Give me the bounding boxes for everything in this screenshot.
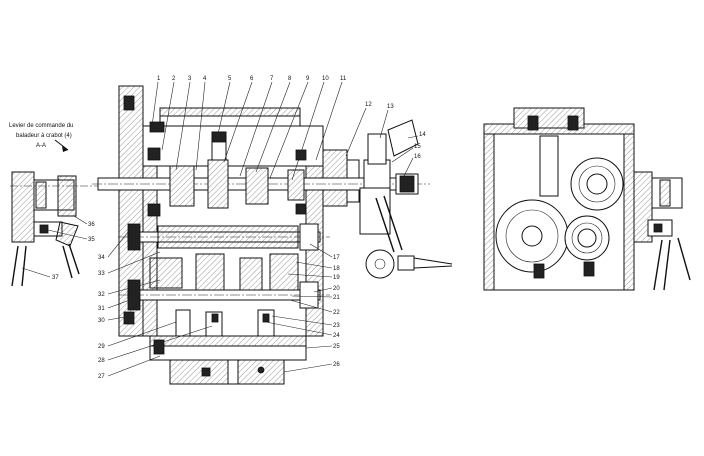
label-15: 15 bbox=[414, 144, 421, 150]
label-9: 9 bbox=[306, 76, 310, 82]
callouts: 1 2 3 4 5 6 7 8 9 10 11 12 13 14 15 16 1… bbox=[21, 76, 426, 380]
label-27: 27 bbox=[98, 374, 105, 380]
label-22: 22 bbox=[333, 310, 340, 316]
label-23: 23 bbox=[333, 323, 340, 329]
label-3: 3 bbox=[188, 76, 192, 82]
caption-line-2: baladeur à crabot (4) bbox=[16, 133, 72, 139]
label-21: 21 bbox=[333, 295, 340, 301]
label-17: 17 bbox=[333, 255, 340, 261]
label-26: 26 bbox=[333, 362, 340, 368]
label-12: 12 bbox=[365, 102, 372, 108]
label-24: 24 bbox=[333, 333, 340, 339]
label-20: 20 bbox=[333, 286, 340, 292]
label-34: 34 bbox=[98, 255, 105, 261]
label-8: 8 bbox=[288, 76, 292, 82]
label-28: 28 bbox=[98, 358, 105, 364]
label-2: 2 bbox=[172, 76, 176, 82]
label-36: 36 bbox=[88, 222, 95, 228]
label-5: 5 bbox=[228, 76, 232, 82]
lever-section-view bbox=[10, 139, 98, 287]
caption-line-1: Levier de commande du bbox=[9, 123, 73, 129]
label-6: 6 bbox=[250, 76, 254, 82]
label-32: 32 bbox=[98, 292, 105, 298]
label-18: 18 bbox=[333, 266, 340, 272]
section-caption: Levier de commande du baladeur à crabot … bbox=[9, 123, 73, 149]
end-view bbox=[483, 107, 691, 291]
label-37: 37 bbox=[52, 275, 59, 281]
label-31: 31 bbox=[98, 306, 105, 312]
label-4: 4 bbox=[203, 76, 207, 82]
label-11: 11 bbox=[340, 76, 347, 82]
label-7: 7 bbox=[270, 76, 274, 82]
label-19: 19 bbox=[333, 275, 340, 281]
label-16: 16 bbox=[414, 154, 421, 160]
label-13: 13 bbox=[387, 104, 394, 110]
label-1: 1 bbox=[157, 76, 161, 82]
label-14: 14 bbox=[419, 132, 426, 138]
label-33: 33 bbox=[98, 271, 105, 277]
label-29: 29 bbox=[98, 344, 105, 350]
label-35: 35 bbox=[88, 237, 95, 243]
label-10: 10 bbox=[322, 76, 329, 82]
main-gearbox-section bbox=[92, 85, 430, 385]
label-25: 25 bbox=[333, 344, 340, 350]
caption-section: A-A bbox=[36, 143, 46, 149]
label-30: 30 bbox=[98, 318, 105, 324]
control-lever bbox=[359, 119, 453, 279]
